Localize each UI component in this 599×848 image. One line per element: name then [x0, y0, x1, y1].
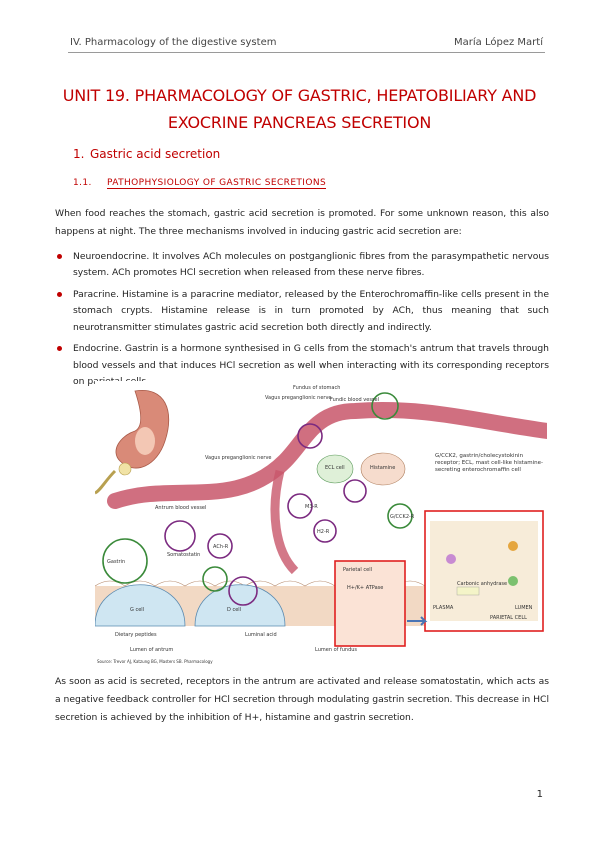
label-ach-receptor: ACh-R	[213, 544, 229, 550]
label-lumen: LUMEN	[515, 605, 533, 611]
bullet-term: Paracrine.	[73, 289, 119, 301]
label-fundus: Fundus of stomach	[293, 385, 340, 391]
bullet-text: Histamine is a paracrine mediator, relea…	[73, 289, 549, 333]
bullet-icon	[57, 346, 62, 352]
header-right: María López Martí	[454, 37, 543, 48]
ecl-cell	[316, 454, 354, 484]
subsection-title: PATHOPHYSIOLOGY OF GASTRIC SECRETIONS	[107, 178, 327, 189]
label-parietal-cell: PARIETAL CELL	[490, 615, 527, 621]
stomach-inset	[95, 389, 169, 495]
label-h2r: H2-R	[317, 529, 330, 535]
unit-title-line1: UNIT 19. PHARMACOLOGY OF GASTRIC, HEPATO…	[62, 86, 537, 105]
label-g-cell: G cell	[130, 607, 144, 613]
label-vagus-2: Vagus preganglionic nerve	[265, 395, 331, 401]
label-parietal: Parietal cell	[343, 567, 372, 573]
subsection-number: 1.1.	[73, 178, 92, 188]
section-number: 1.	[73, 147, 85, 161]
bullet-icon	[57, 254, 62, 259]
header-left: IV. Pharmacology of the digestive system	[70, 37, 277, 48]
unit-title: UNIT 19. PHARMACOLOGY OF GASTRIC, HEPATO…	[40, 82, 559, 136]
label-d-cell: D cell	[227, 607, 241, 613]
figure-legend-text: G/CCK2, gastrin/cholecystokinin receptor…	[435, 453, 543, 473]
label-gastrin: Gastrin	[107, 559, 125, 565]
label-vagus-1: Vagus preganglionic nerve	[205, 455, 271, 461]
label-somatostatin: Somatostatin	[167, 552, 200, 558]
histamine-cell	[360, 452, 406, 486]
label-plasma: PLASMA	[433, 605, 454, 611]
label-antrum-vessel: Antrum blood vessel	[155, 505, 206, 511]
gastric-secretion-figure: Fundus of stomach Vagus preganglionic ne…	[95, 381, 547, 666]
label-atpase: H+/K+ ATPase	[347, 585, 383, 591]
receptor-circles	[102, 392, 413, 606]
g-cell	[95, 584, 186, 627]
mechanism-list: Neuroendocrine. It involves ACh molecule…	[55, 249, 549, 396]
list-item: Neuroendocrine. It involves ACh molecule…	[55, 249, 549, 282]
label-cck-receptor: G/CCK2-R	[390, 514, 415, 520]
intro-paragraph: When food reaches the stomach, gastric a…	[55, 208, 549, 237]
figure-legend: G/CCK2, gastrin/cholecystokinin receptor…	[435, 453, 543, 473]
label-fundic-vessel: Fundic blood vessel	[330, 397, 379, 403]
label-m3r: M3-R	[305, 504, 318, 510]
bullet-term: Endocrine.	[73, 343, 122, 355]
bullet-icon	[57, 292, 62, 298]
page-number: 1	[536, 789, 543, 800]
label-carbonic: Carbonic anhydrase	[457, 581, 507, 587]
label-lumen-antrum: Lumen of antrum	[130, 647, 173, 653]
bullet-term: Neuroendocrine.	[73, 251, 150, 262]
label-histamine: Histamine	[370, 465, 395, 471]
header-divider	[68, 52, 545, 53]
figure-source: Source: Trevor AJ, Katzung BG, Masters S…	[97, 659, 213, 664]
closing-paragraph: As soon as acid is secreted, receptors i…	[55, 676, 549, 723]
section-title: Gastric acid secretion	[90, 147, 221, 161]
blood-vessel-branch	[270, 469, 299, 575]
label-lumen-fundus: Lumen of fundus	[315, 647, 357, 653]
label-dietary: Dietary peptides	[115, 632, 157, 638]
label-ecl: ECL cell	[325, 465, 345, 471]
subsection-heading: 1.1. PATHOPHYSIOLOGY OF GASTRIC SECRETION…	[73, 178, 327, 189]
list-item: Paracrine. Histamine is a paracrine medi…	[55, 287, 549, 336]
unit-title-line2: EXOCRINE PANCREAS SECRETION	[167, 113, 432, 132]
section-heading: 1. Gastric acid secretion	[73, 147, 220, 161]
bullet-text: It involves ACh molecules on postganglio…	[73, 251, 549, 279]
blood-vessel	[107, 402, 547, 509]
parietal-cell-box	[334, 560, 406, 647]
label-luminal-acid: Luminal acid	[245, 632, 277, 638]
